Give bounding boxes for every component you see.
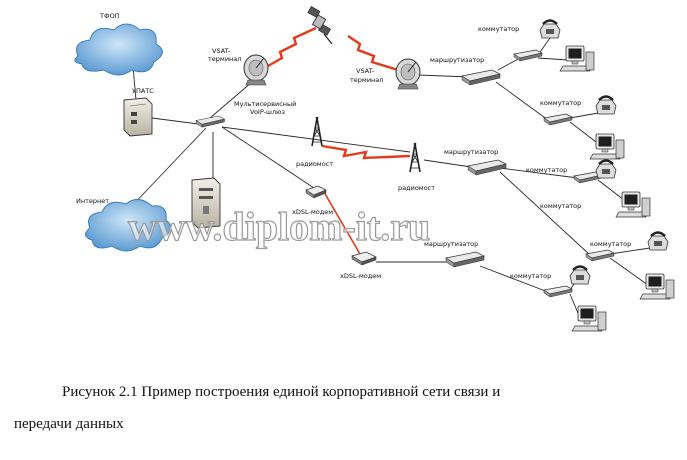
- switch-4: [585, 249, 615, 262]
- label-tfop: ТФОП: [99, 12, 120, 20]
- wired-links: [127, 37, 651, 319]
- pstn-cloud: [74, 23, 163, 76]
- figure-caption-line1: Рисунок 2.1 Пример построения единой кор…: [62, 384, 501, 400]
- label-vsat1-line2: терминал: [208, 55, 241, 63]
- label-router2: маршрутизатор: [444, 148, 498, 156]
- wireless-links: [267, 26, 411, 255]
- label-switch6: коммутатор: [540, 202, 581, 210]
- radio-tower-left: [311, 115, 323, 147]
- router-upper: [461, 69, 501, 86]
- pc-4: [639, 273, 675, 300]
- phone-1: [538, 19, 562, 40]
- xdsl-modem-upper: [305, 185, 327, 199]
- label-radio2: радиомост: [398, 184, 435, 192]
- label-internet: Интернет: [76, 197, 109, 205]
- pc-2: [589, 133, 625, 160]
- label-xdsl2: xDSL-модем: [340, 272, 381, 280]
- pc-5: [571, 305, 607, 332]
- label-upats: УПАТС: [132, 87, 154, 95]
- label-gateway-line1: Мультисервисный: [234, 100, 296, 108]
- internet-cloud: [85, 199, 172, 252]
- vsat-dish-right: [395, 58, 421, 90]
- phone-3: [594, 159, 618, 180]
- label-switch3: коммутатор: [526, 166, 567, 174]
- voip-gateway: [195, 115, 225, 128]
- router-lower: [445, 251, 485, 268]
- pc-3: [615, 191, 651, 218]
- satellite: [307, 6, 333, 45]
- upats-pbx: [123, 97, 153, 137]
- pc-1: [559, 45, 595, 72]
- labels: ТФОП УПАТС Интернет VSAT- терминал VSAT-…: [76, 12, 631, 280]
- switch-5: [543, 285, 573, 298]
- server-unit: [191, 177, 221, 229]
- xdsl-modem-lower: [351, 251, 377, 266]
- phone-2: [594, 95, 618, 116]
- label-vsat2-line2: терминал: [350, 76, 383, 84]
- label-switch2: коммутатор: [540, 99, 581, 107]
- label-switch4: коммутатор: [590, 240, 631, 248]
- vsat-dish-left: [243, 54, 269, 86]
- radio-tower-right: [409, 141, 421, 173]
- label-switch5: коммутатор: [510, 272, 551, 280]
- watermark: www.diplom-it.ru: [128, 204, 430, 249]
- label-vsat2-line1: VSAT-: [356, 67, 375, 75]
- label-vsat1-line1: VSAT-: [212, 47, 231, 55]
- phone-5: [568, 265, 592, 286]
- label-router3: маршрутизатор: [424, 240, 478, 248]
- label-radio1: радиомост: [296, 160, 333, 168]
- figure-caption-line2: передачи данных: [14, 416, 124, 432]
- label-gateway-line2: VoIP-шлюз: [250, 108, 286, 116]
- label-xdsl1: xDSL-модем: [292, 208, 333, 216]
- switch-1: [513, 49, 543, 62]
- label-router1: маршрутизатор: [430, 56, 484, 64]
- phone-4: [646, 231, 670, 252]
- label-switch1: коммутатор: [478, 25, 519, 33]
- switch-2: [543, 113, 573, 126]
